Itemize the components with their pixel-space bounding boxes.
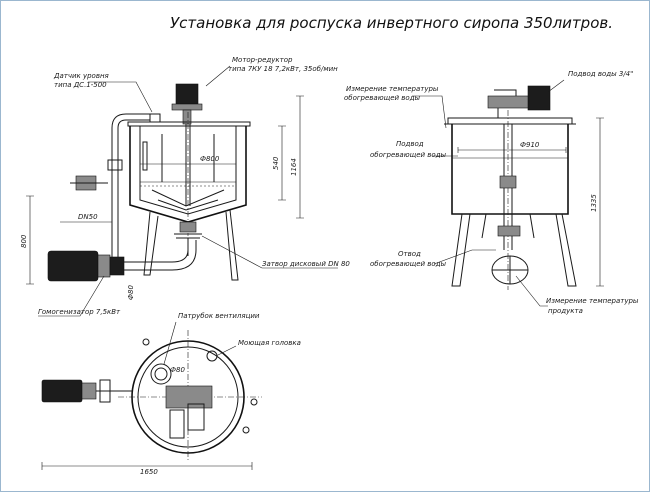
label-heating-water-outlet-2: обогревающей воды bbox=[370, 260, 447, 268]
label-level-sensor-type: типа ДС.1-500 bbox=[54, 81, 107, 89]
label-vent-pipe: Патрубок вентиляции bbox=[178, 312, 260, 320]
dim-1335: 1335 bbox=[590, 194, 598, 212]
label-product-temp-2: продукта bbox=[548, 307, 583, 315]
label-homogenizer: Гомогенизатор 7,5кВт bbox=[38, 308, 121, 316]
label-heating-water-outlet: Отвод bbox=[398, 250, 421, 258]
front-view: 540 1164 800 Ф800 DN50 Ф80 Датчик уровня… bbox=[20, 56, 350, 317]
dim-540: 540 bbox=[272, 156, 280, 170]
label-level-sensor: Датчик уровня bbox=[53, 72, 109, 80]
side-view: Ф910 1335 Измерение температуры обогрева… bbox=[344, 70, 639, 315]
dim-d800: Ф800 bbox=[200, 155, 220, 163]
plan-view: Ф80 1650 Патрубок вентиляции Моющая голо… bbox=[41, 312, 301, 476]
label-temp-heating-water: Измерение температуры bbox=[346, 85, 439, 93]
side-motor bbox=[527, 85, 551, 111]
label-motor-reducer: Мотор-редуктор bbox=[232, 56, 293, 64]
label-disc-valve: Затвор дисковый DN 80 bbox=[262, 260, 350, 268]
dim-1650: 1650 bbox=[140, 468, 158, 476]
label-wash-head: Моющая головка bbox=[238, 339, 301, 347]
dim-d80: Ф80 bbox=[127, 285, 135, 300]
dim-d910: Ф910 bbox=[520, 141, 540, 149]
label-product-temp: Измерение температуры bbox=[546, 297, 639, 305]
motor-reducer-body bbox=[175, 83, 199, 105]
dim-800: 800 bbox=[20, 234, 28, 248]
label-temp-heating-water-2: обогревающей воды bbox=[344, 94, 421, 102]
label-motor-reducer-type: типа 7КУ 18 7,2кВт, 35об/мин bbox=[228, 65, 338, 73]
label-heating-water-inlet-2: обогревающей воды bbox=[370, 151, 447, 159]
label-water-inlet: Подвод воды 3/4" bbox=[568, 70, 633, 78]
dim-dn50: DN50 bbox=[78, 213, 98, 221]
dim-1164: 1164 bbox=[290, 158, 298, 176]
label-heating-water-inlet: Подвод bbox=[396, 140, 424, 148]
drawing-title: Установка для роспуска инвертного сиропа… bbox=[170, 14, 613, 32]
dim-plan-vent: Ф80 bbox=[170, 366, 185, 374]
